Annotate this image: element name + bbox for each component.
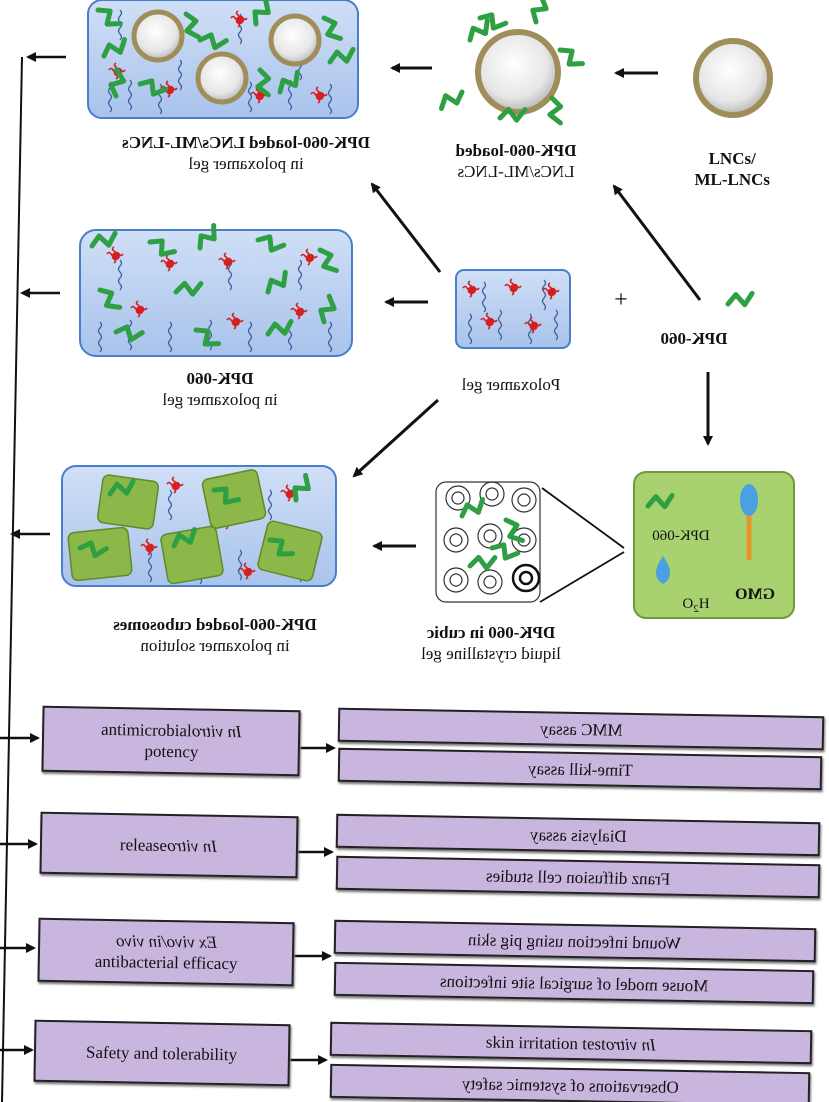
plus-sign: + (614, 287, 628, 313)
poloxamer-label: Poloxamer gel (461, 375, 561, 394)
nanocapsule-gel-box (87, 0, 359, 119)
left-connector (0, 52, 66, 1102)
category-release: In vitro release (39, 811, 299, 879)
arrow-poloxamer-to-cubosomes (352, 398, 440, 478)
category-safety: Safety and tolerability (33, 1019, 291, 1087)
dpk-peptide (726, 291, 754, 309)
poloxamer-gel-box (455, 269, 571, 349)
zoom-line-bottom (539, 551, 625, 603)
cubic-gel (435, 481, 541, 603)
h2o-label: H2O (682, 596, 710, 615)
gmo-label: GMO (735, 586, 775, 603)
lipid-panel (633, 471, 795, 619)
assay-connectors (290, 743, 336, 1065)
zoom-line-top (541, 487, 625, 549)
cubosome-box (61, 465, 337, 587)
dpk-gel-box (79, 224, 353, 357)
green-dpk-label: DPK-060 (652, 528, 710, 544)
loaded-nanocapsule (437, 0, 584, 124)
arrow-dpk-to-loaded (612, 184, 702, 301)
lnc-label: LNCs/ML-LNCs (694, 149, 770, 189)
dpk-label: DPK-060 (660, 329, 728, 348)
arrow-poloxamer-to-nc-gel (370, 182, 442, 273)
lnc-nanocapsule (693, 38, 773, 118)
